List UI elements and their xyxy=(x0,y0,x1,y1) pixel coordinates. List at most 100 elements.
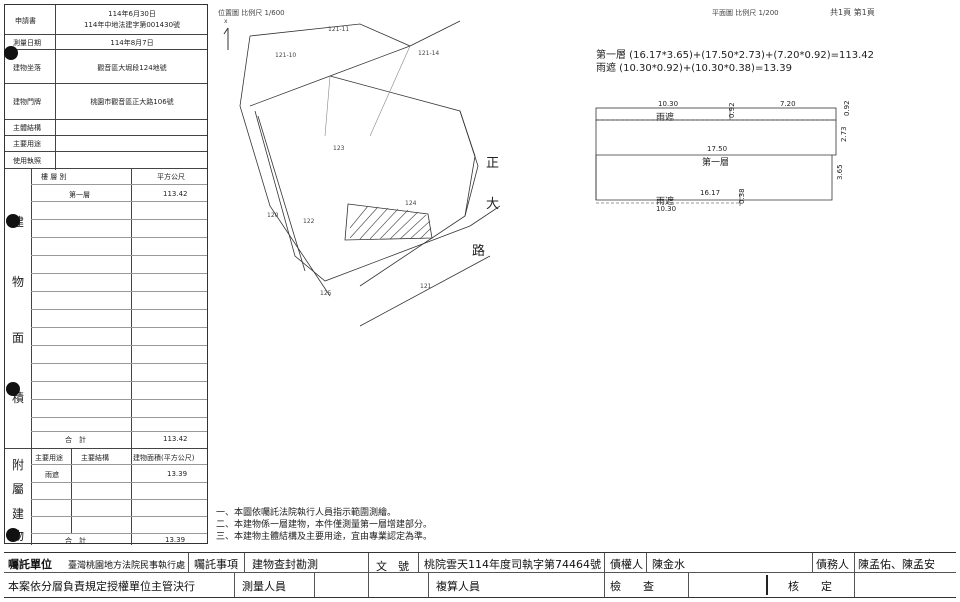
attached-area-1: 13.39 xyxy=(167,470,188,478)
page-info: 共1頁 第1頁 xyxy=(830,8,875,17)
parcel-label: 121-14 xyxy=(418,50,440,57)
binder-hole xyxy=(6,382,20,396)
area-header-floor: 樓 層 別 xyxy=(41,173,67,181)
dim-right-top: 0.92 xyxy=(843,100,851,116)
row-divider xyxy=(5,49,207,50)
floor-plan-drawing xyxy=(595,107,837,206)
section-char-object: 物 xyxy=(12,275,25,289)
area-value-1: 113.42 xyxy=(163,190,188,198)
area-formula-canopy: 雨遮 (10.30*0.92)+(10.30*0.38)=13.39 xyxy=(596,63,792,74)
row-label-main-use: 主要用途 xyxy=(13,140,41,148)
row-divider xyxy=(5,151,207,152)
row-label-building-location: 建物坐落 xyxy=(13,64,41,72)
attached-use-1: 雨遮 xyxy=(45,471,59,479)
area-total-value: 113.42 xyxy=(163,435,188,443)
site-plan-drawing xyxy=(223,20,500,327)
parcel-label: 120 xyxy=(267,212,279,219)
area-column-divider xyxy=(131,168,132,448)
section-char-area: 面 xyxy=(12,331,25,345)
note-3: 三、本建物主體結構及主要用途，宜由專業認定為準。 xyxy=(216,532,433,542)
note-1: 一、本圖依囑託法院執行人員指示範圍測繪。 xyxy=(216,508,397,518)
entrust-unit-value: 臺灣桃園地方法院民事執行處 xyxy=(68,561,186,571)
bar-mid-divider xyxy=(4,572,956,573)
doc-no-value: 桃院雲天114年度司執字第74464號 xyxy=(424,558,601,571)
building-info-table: 申請書 114年6月30日 114年中地法建字第001430號 測量日期 114… xyxy=(4,4,208,545)
debtor-label: 債務人 xyxy=(816,558,849,571)
doc-no-label: 文 號 xyxy=(376,560,409,573)
row-label-application: 申請書 xyxy=(15,17,36,25)
application-number: 114年中地法建字第001430號 xyxy=(83,21,181,29)
row-divider xyxy=(5,119,207,120)
parcel-label: 121-11 xyxy=(328,26,350,33)
binder-hole xyxy=(4,46,18,60)
road-char-1: 正 xyxy=(486,156,500,171)
survey-date: 114年8月7日 xyxy=(110,39,154,47)
area-total-label: 合 計 xyxy=(65,436,86,444)
floor-label-canopy-top: 雨遮 xyxy=(656,113,675,123)
creditor-label: 債權人 xyxy=(610,558,643,571)
attached-header-use: 主要用途 xyxy=(35,454,63,462)
inspector-label: 檢 查 xyxy=(610,580,654,593)
row-label-building-address: 建物門牌 xyxy=(13,98,41,106)
attached-total-label: 合 計 xyxy=(65,537,86,545)
parcel-label: 124 xyxy=(405,200,417,207)
note-2: 二、本建物係一層建物，本件僅測量第一層增建部分。 xyxy=(216,520,433,530)
signature-bar: 囑託單位 臺灣桃園地方法院民事執行處 囑託事項 建物查封勘測 文 號 桃院雲天1… xyxy=(4,552,956,598)
parcel-label: 121-10 xyxy=(275,52,297,59)
entrust-unit-label: 囑託單位 xyxy=(8,558,52,571)
row-divider xyxy=(5,168,207,169)
area-header-divider xyxy=(31,184,207,185)
area-section-end xyxy=(5,448,207,449)
row-divider xyxy=(5,135,207,136)
building-location: 觀音區大堀段124地號 xyxy=(97,64,167,72)
dim-bottom-left: 10.30 xyxy=(656,205,677,213)
dim-mid-width: 17.50 xyxy=(707,145,728,153)
row-divider xyxy=(5,83,207,84)
row-label-survey-date: 測量日期 xyxy=(13,39,41,47)
authority-text: 本案依分層負責規定授權單位主管決行 xyxy=(8,580,195,593)
entrust-item-label: 囑託事項 xyxy=(194,558,238,571)
binder-hole xyxy=(6,214,20,228)
row-label-use-permit: 使用執照 xyxy=(13,157,41,165)
site-plan-scale: 位置圖 比例尺 1/600 xyxy=(218,9,285,17)
road-char-3: 路 xyxy=(472,244,486,259)
dim-right-low: 3.65 xyxy=(836,164,844,180)
dim-bottom-mid: 0.38 xyxy=(738,188,746,204)
label-column-divider xyxy=(55,5,56,170)
dim-canopy-mid: 0.92 xyxy=(728,102,736,118)
floor-label-canopy-bottom: 雨遮 xyxy=(656,197,675,207)
road-char-2: 大 xyxy=(486,197,500,212)
binder-hole xyxy=(6,528,20,542)
area-section-divider xyxy=(31,168,32,448)
attached-char-1: 附 xyxy=(12,458,25,472)
building-address: 桃園市觀音區正大路106號 xyxy=(90,98,174,106)
area-floor-1: 第一層 xyxy=(69,191,90,199)
attached-header-structure: 主要結構 xyxy=(81,454,109,462)
attached-total-value: 13.39 xyxy=(165,536,186,544)
row-label-main-structure: 主體結構 xyxy=(13,124,41,132)
creditor-value: 陳金水 xyxy=(652,558,685,571)
floor-label-first-floor: 第一層 xyxy=(702,158,730,168)
application-date: 114年6月30日 xyxy=(108,10,156,18)
row-divider xyxy=(5,34,207,35)
north-mark: x xyxy=(224,18,228,25)
dim-top-right: 7.20 xyxy=(780,100,796,108)
attached-header-area: 建物面積(平方公尺) xyxy=(133,454,195,462)
debtor-value: 陳孟佑、陳孟安 xyxy=(858,558,935,571)
dim-top-left: 10.30 xyxy=(658,100,679,108)
attached-char-3: 建 xyxy=(12,507,25,521)
attached-char-2: 屬 xyxy=(12,482,25,496)
parcel-label: 122 xyxy=(303,218,315,225)
dim-bottom-width: 16.17 xyxy=(700,189,721,197)
parcel-label: 123 xyxy=(333,145,345,152)
area-formula-first-floor: 第一層 (16.17*3.65)+(17.50*2.73)+(7.20*0.92… xyxy=(596,50,875,61)
parcel-label: 121 xyxy=(420,283,432,290)
parcel-label: 125 xyxy=(320,290,332,297)
approver-label: 核 定 xyxy=(788,580,832,593)
dim-right-mid: 2.73 xyxy=(840,126,848,142)
surveyor-label: 測量人員 xyxy=(242,580,286,593)
floor-plan-scale: 平面圖 比例尺 1/200 xyxy=(712,9,779,17)
reviewer-label: 複算人員 xyxy=(436,580,480,593)
area-header-sqm: 平方公尺 xyxy=(157,173,185,181)
entrust-item-value: 建物查封勘測 xyxy=(252,558,318,571)
